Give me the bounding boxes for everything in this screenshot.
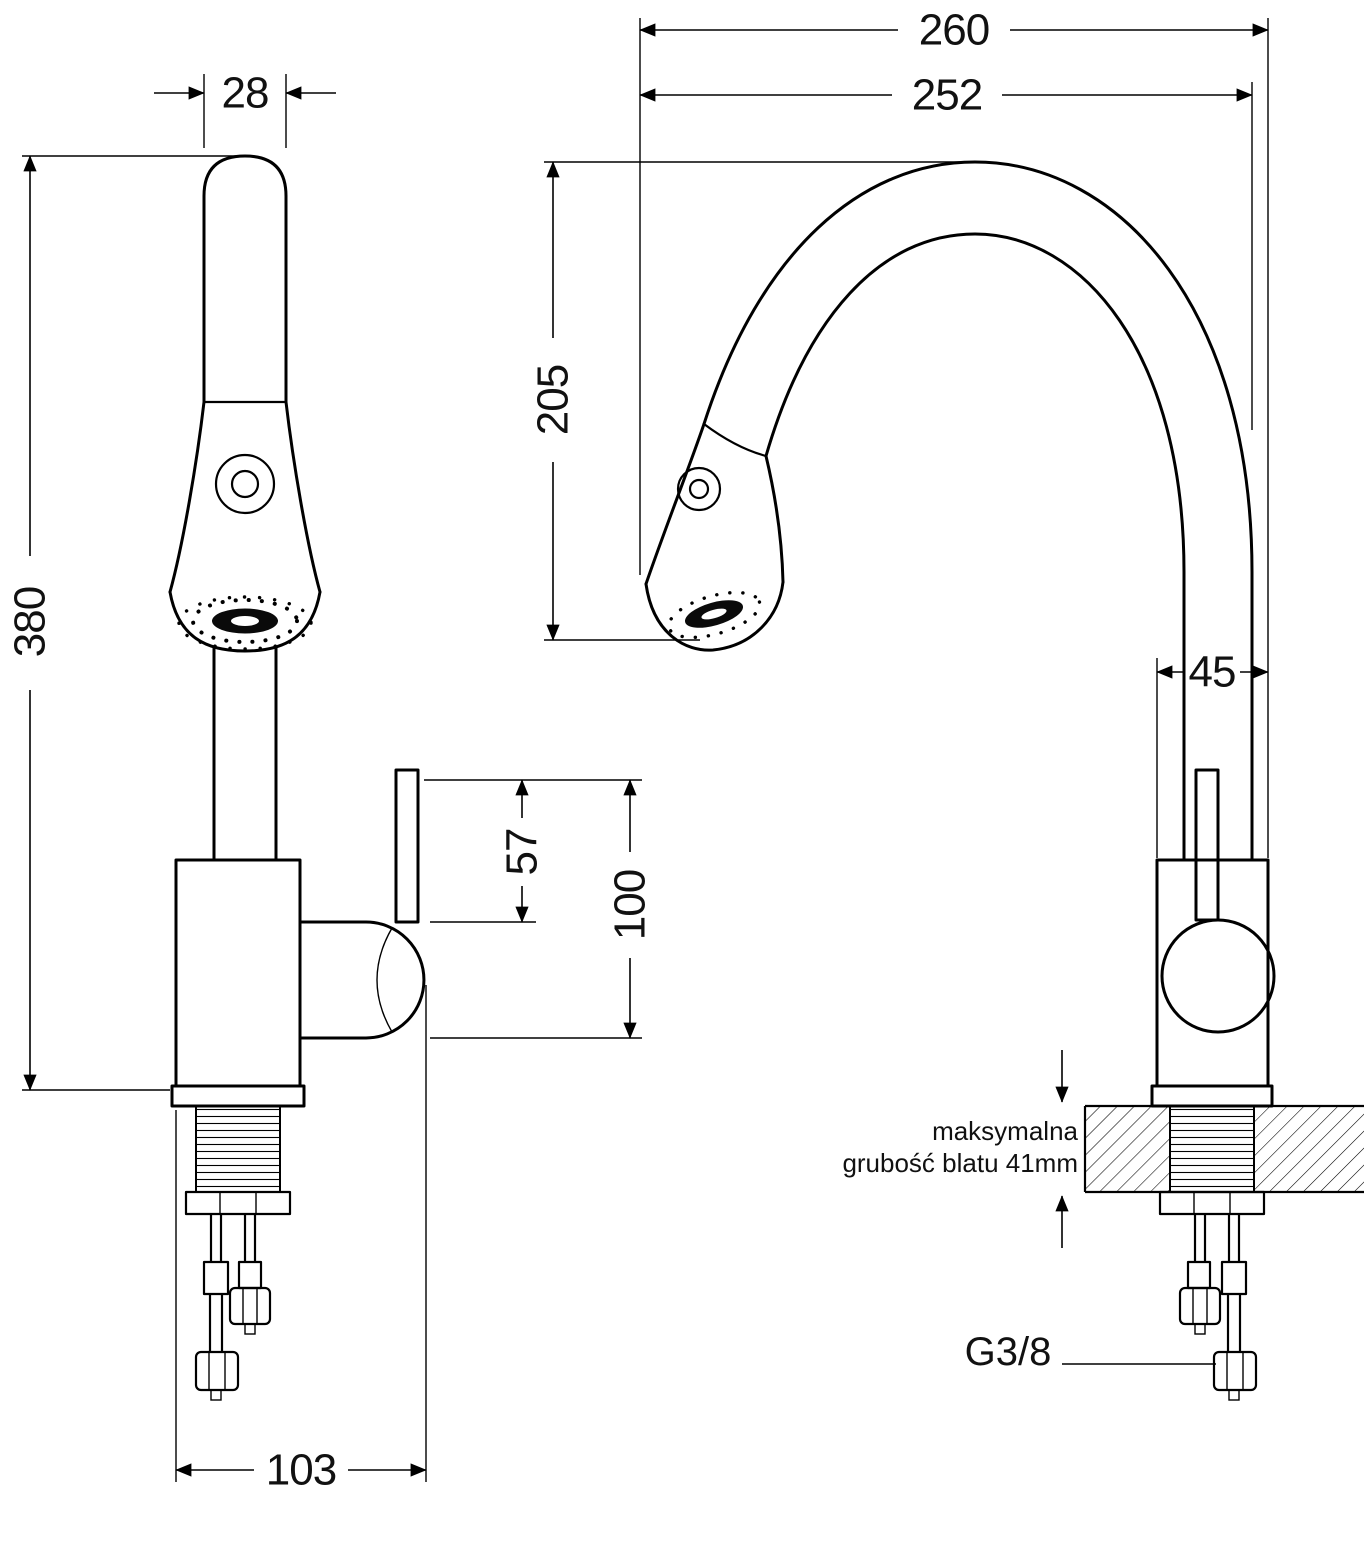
aerator-ring-hole (231, 616, 259, 626)
dimension-205: 205 (529, 161, 962, 641)
counter-note-line1: maksymalna (932, 1116, 1078, 1146)
side-spray-button-inner (688, 478, 710, 500)
side-supply-hose-right (1212, 1214, 1258, 1401)
dimension-103: 103 (175, 985, 427, 1495)
side-mounting-nut (1158, 1190, 1266, 1216)
front-threaded-shank (195, 1105, 281, 1193)
dim-28-label: 28 (222, 69, 269, 118)
dim-260-label: 260 (919, 6, 989, 55)
front-mounting-nut (184, 1190, 292, 1216)
dimension-380: 380 (6, 155, 240, 1091)
dimension-100: 100 (430, 779, 655, 1039)
side-spray-head-cap (644, 580, 785, 652)
spray-button-inner (230, 469, 260, 499)
front-spray-head-left (168, 400, 206, 594)
side-view (644, 160, 1364, 1401)
dim-57-label: 57 (498, 829, 547, 876)
side-spray-head-right (764, 454, 785, 584)
thread-callout: G3/8 (965, 1330, 1216, 1374)
dim-205-label: 205 (529, 365, 578, 435)
front-spout-pipe (202, 154, 288, 404)
front-spray-head-right (284, 400, 322, 594)
dim-100-label: 100 (606, 870, 655, 940)
front-body (174, 858, 302, 1088)
side-spray-head-left (644, 422, 706, 586)
side-aerator (667, 590, 762, 640)
dimension-252: 252 (639, 71, 1253, 430)
dim-103-label: 103 (266, 1446, 336, 1495)
dimension-260: 260 (639, 6, 1269, 858)
dim-45-label: 45 (1189, 648, 1236, 697)
side-threaded-shank (1169, 1105, 1255, 1193)
dim-380-label: 380 (6, 587, 55, 657)
countertop (1083, 1104, 1364, 1194)
side-spray-button-outer (676, 466, 722, 512)
counter-note-line2: grubość blatu 41mm (842, 1148, 1078, 1178)
front-handle-pivot (298, 920, 426, 1040)
aerator-nozzle-dots-inner (191, 598, 299, 644)
side-spout-inner (764, 232, 1186, 862)
side-mounting-stud-left (1178, 1214, 1222, 1335)
dimension-45: 45 (1156, 648, 1269, 858)
spray-button-outer (214, 453, 276, 515)
dimension-28: 28 (154, 69, 336, 148)
front-handle-pivot-detail (376, 927, 393, 1033)
dim-252-label: 252 (912, 71, 982, 120)
front-lever (394, 768, 420, 924)
side-lever (1194, 768, 1220, 922)
front-supply-hose-left (194, 1214, 240, 1401)
side-spray-head-joint (703, 423, 767, 458)
side-spout-outer (702, 160, 1254, 862)
counter-thickness-note: maksymalna grubość blatu 41mm (842, 1050, 1079, 1248)
aerator-nozzle-dots-outer (177, 595, 313, 651)
front-mounting-stud-right (228, 1214, 272, 1335)
front-view (168, 154, 426, 1401)
dimension-57: 57 (424, 779, 642, 923)
front-spray-head-cap (168, 590, 322, 653)
thread-label: G3/8 (965, 1330, 1052, 1374)
front-flange (170, 1084, 306, 1108)
side-handle-pivot-ball (1160, 918, 1276, 1034)
side-flange (1150, 1084, 1274, 1108)
side-body (1155, 858, 1270, 1088)
